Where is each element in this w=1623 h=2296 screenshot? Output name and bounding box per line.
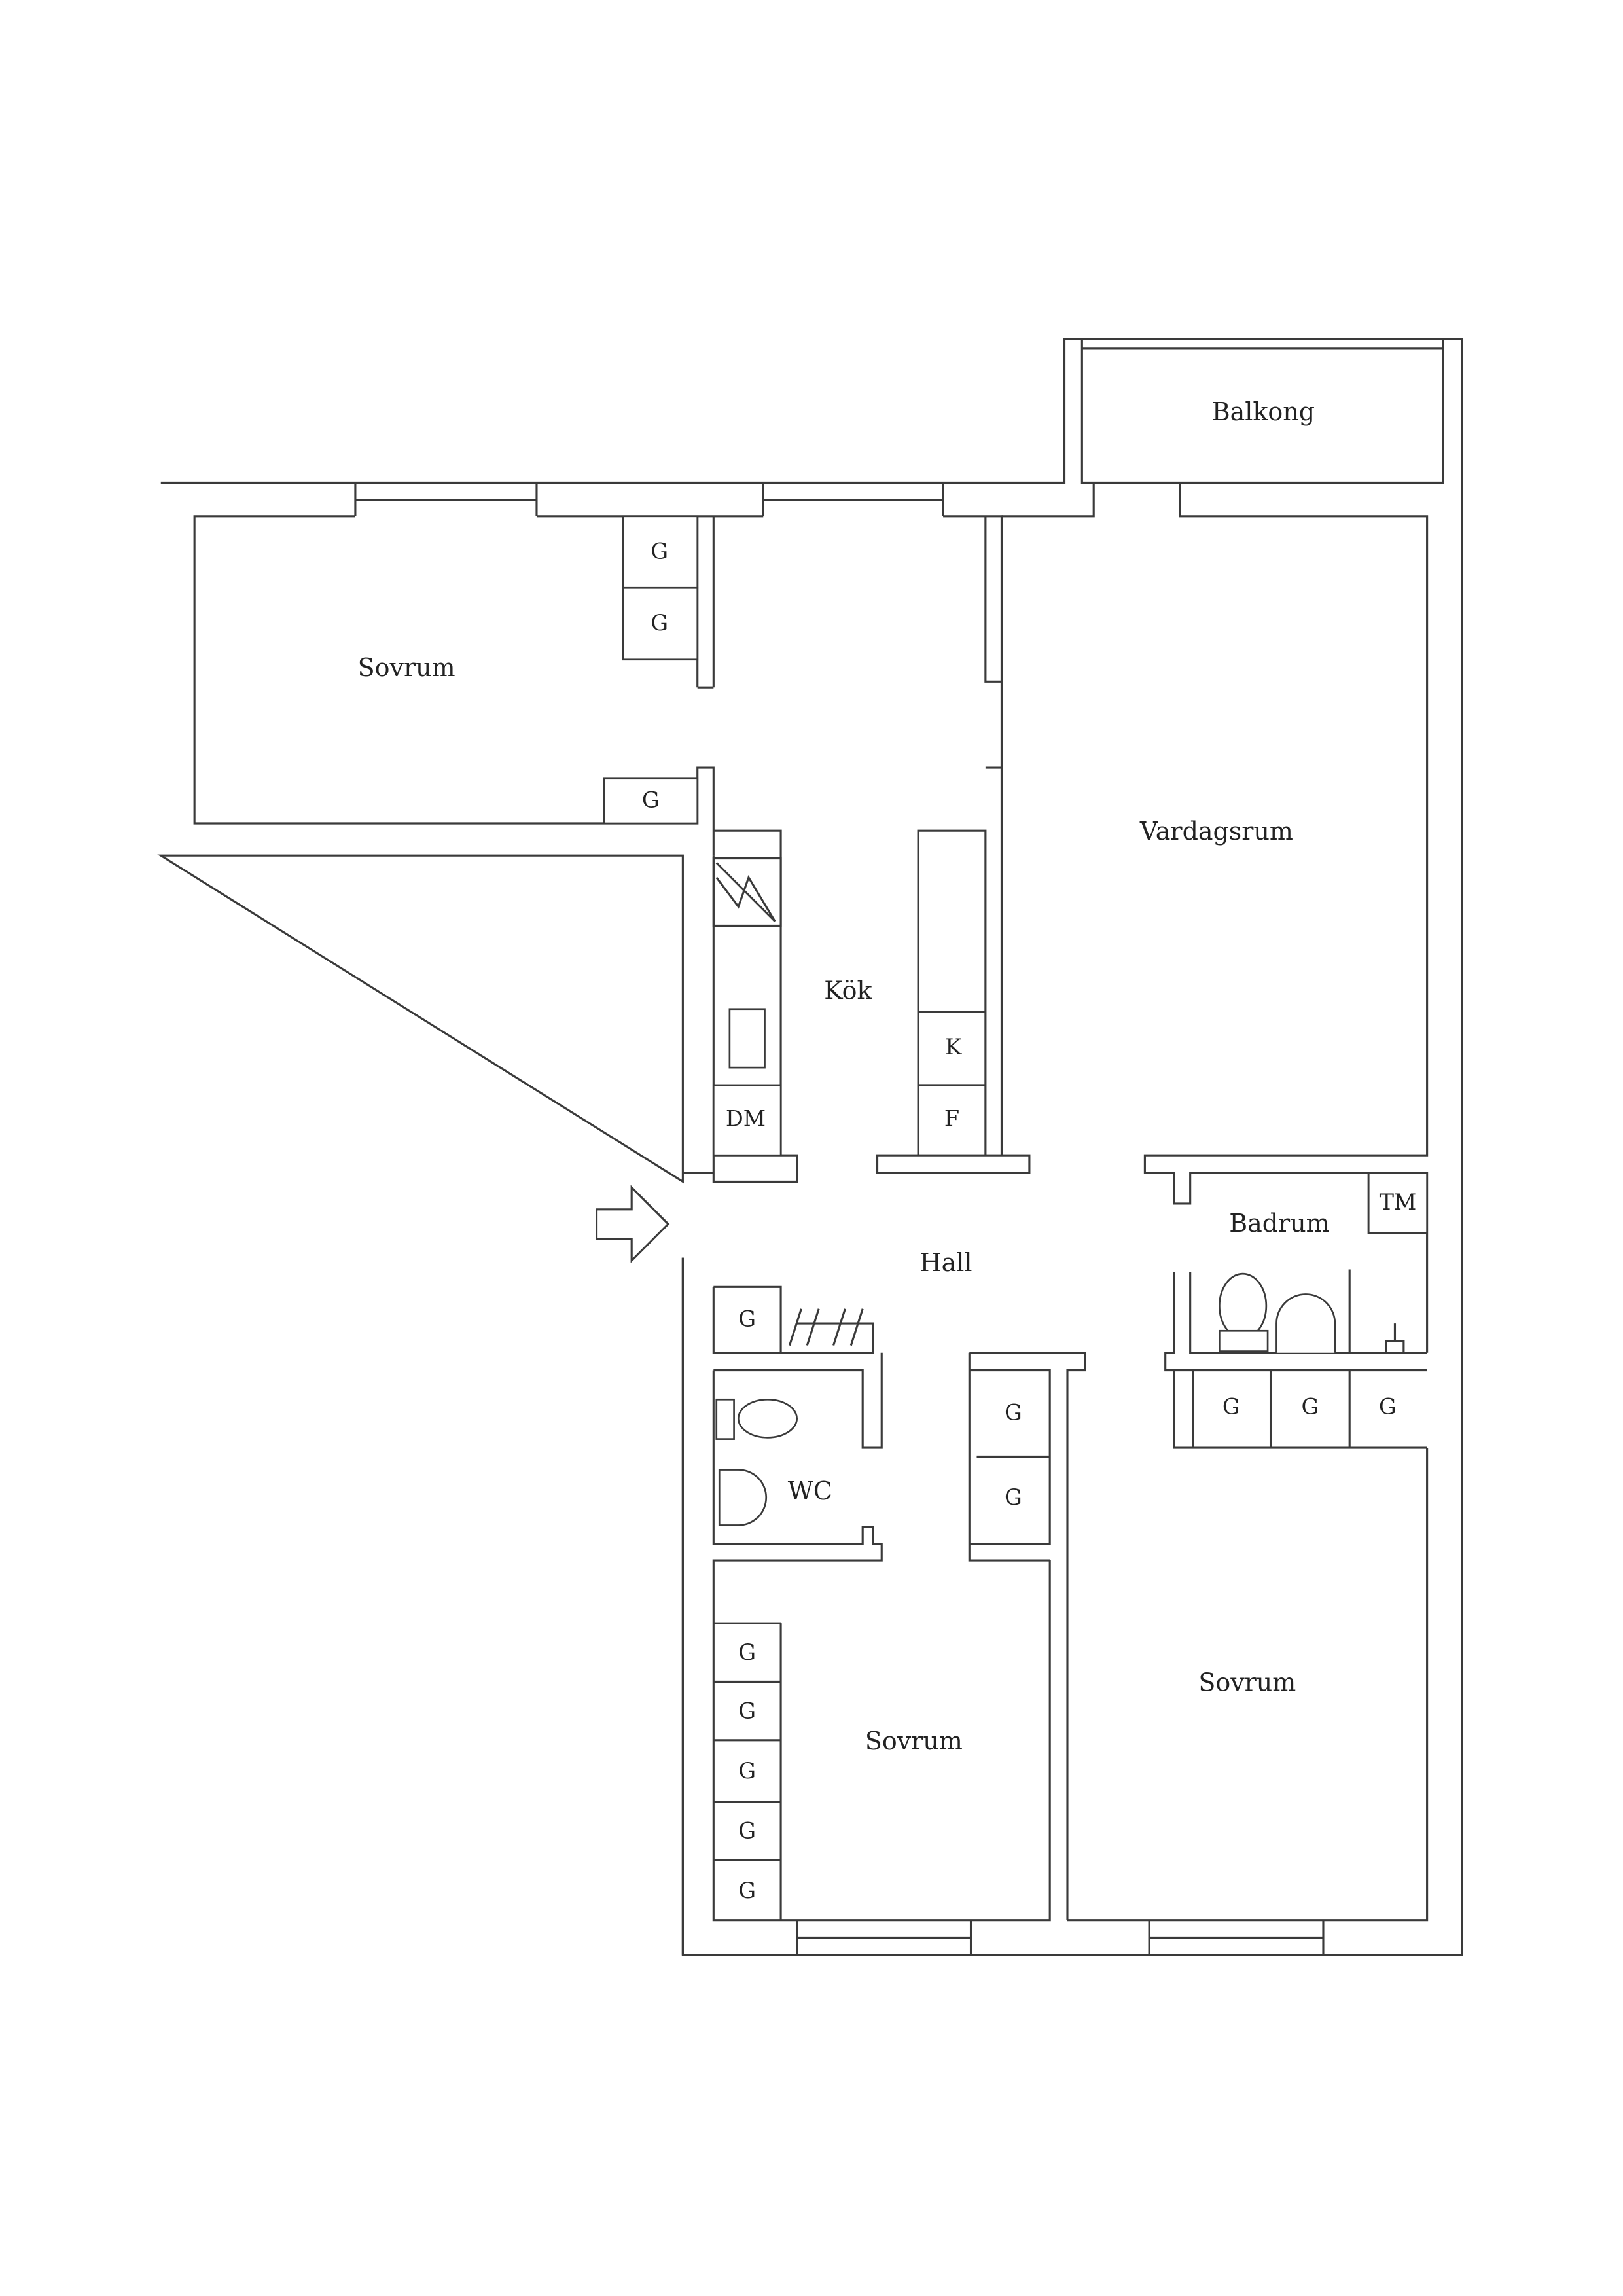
faucet-icon bbox=[1385, 1323, 1405, 1353]
wall bbox=[536, 515, 1003, 768]
arrow-right-icon bbox=[596, 1185, 670, 1263]
wall bbox=[968, 1352, 1086, 1920]
window bbox=[796, 1920, 1325, 1956]
wardrobe-label: G bbox=[1005, 1400, 1022, 1426]
wardrobe bbox=[603, 777, 699, 825]
wardrobe-label: G bbox=[738, 1758, 756, 1784]
wardrobe bbox=[622, 515, 699, 589]
toilet-tank bbox=[1219, 1329, 1269, 1352]
wardrobe-label: G bbox=[1005, 1484, 1022, 1510]
wardrobe-label: G bbox=[738, 1878, 756, 1903]
room-label-wc: WC bbox=[788, 1477, 832, 1505]
wardrobe-label: G bbox=[738, 1698, 756, 1723]
wall bbox=[876, 766, 1031, 1174]
outer-wall bbox=[157, 338, 1463, 1956]
toilet-icon bbox=[1219, 1272, 1268, 1339]
wardrobe-label: G bbox=[651, 610, 668, 636]
wardrobe-label: G bbox=[651, 539, 668, 564]
dishwasher-label: DM bbox=[726, 1106, 766, 1132]
freezer-label: F bbox=[944, 1106, 959, 1132]
dishwasher bbox=[712, 1084, 782, 1157]
room-label-bedroom: Sovrum bbox=[865, 1727, 963, 1755]
room-label-hall: Hall bbox=[920, 1248, 972, 1277]
fridge-label: K bbox=[945, 1034, 962, 1060]
dryer bbox=[1367, 1172, 1428, 1234]
room-label-kitchen: Kök bbox=[824, 977, 872, 1005]
dryer-label: TM bbox=[1380, 1189, 1417, 1215]
wardrobe-label: G bbox=[738, 1306, 756, 1332]
wardrobe-label: G bbox=[642, 787, 660, 812]
sink-icon bbox=[1275, 1293, 1336, 1353]
sink-icon bbox=[718, 1469, 767, 1526]
wardrobe-label: G bbox=[1379, 1394, 1397, 1420]
room-label-bedroom: Sovrum bbox=[358, 653, 455, 682]
wall bbox=[1164, 1172, 1427, 1372]
sink-icon bbox=[728, 1008, 766, 1069]
room-label-bedroom: Sovrum bbox=[1198, 1668, 1296, 1696]
room-label-balcony: Balkong bbox=[1212, 397, 1315, 426]
wall bbox=[1067, 1370, 1429, 1922]
wardrobe bbox=[622, 586, 699, 661]
balcony-outline bbox=[1080, 339, 1444, 484]
wardrobe-label: G bbox=[1222, 1394, 1240, 1420]
wardrobe-label: G bbox=[738, 1818, 756, 1844]
toilet-icon bbox=[737, 1398, 798, 1439]
toilet-tank bbox=[715, 1398, 735, 1440]
wall bbox=[713, 1622, 782, 1920]
shoe-rack-icon bbox=[788, 1308, 864, 1346]
wall bbox=[712, 1352, 1051, 1922]
room-label-bathroom: Badrum bbox=[1229, 1209, 1329, 1238]
window bbox=[354, 482, 944, 516]
wall bbox=[984, 482, 1429, 1353]
stove-icon bbox=[712, 857, 782, 927]
wardrobe-label: G bbox=[1301, 1394, 1319, 1420]
room-label-living-room: Vardagsrum bbox=[1139, 817, 1293, 846]
wall bbox=[681, 1257, 874, 1956]
wardrobe-label: G bbox=[738, 1640, 756, 1665]
